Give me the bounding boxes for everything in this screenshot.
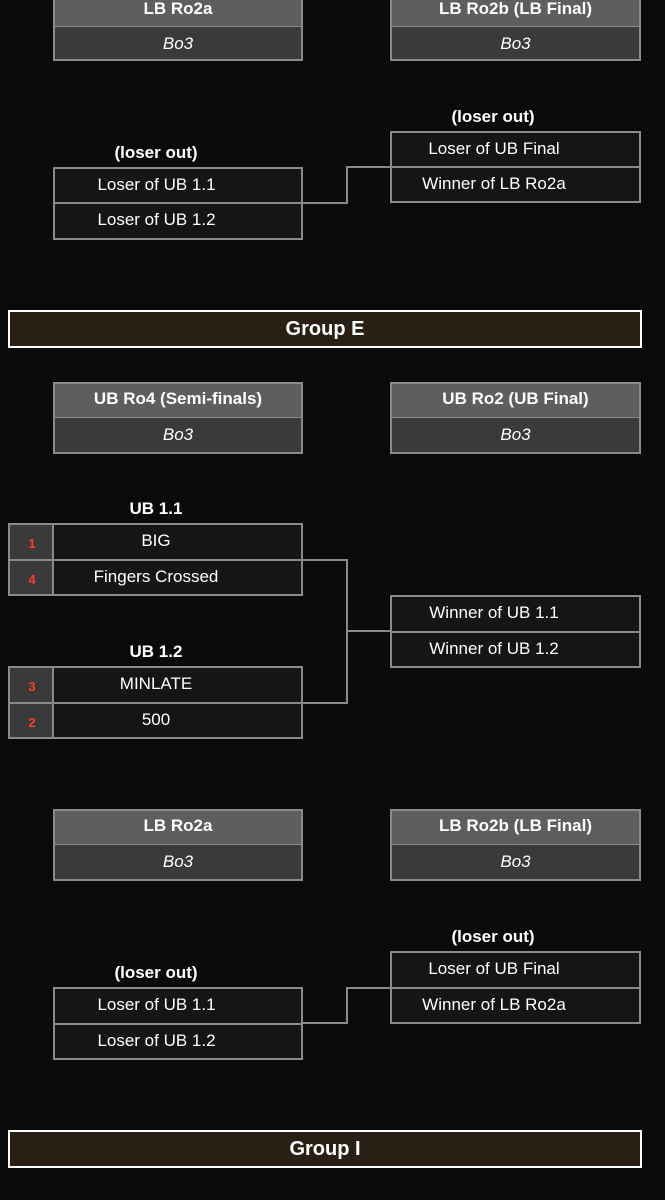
- score-box: [258, 1023, 303, 1060]
- match-label: (loser out): [114, 963, 198, 982]
- match-label: UB 1.1: [129, 499, 183, 518]
- team-slot: Loser of UB Final: [390, 131, 598, 168]
- score-box: [258, 167, 303, 204]
- team-slot: Loser of UB 1.2: [53, 202, 260, 240]
- ub-ro2-format: Bo3: [390, 418, 641, 454]
- ub-ro4-format: Bo3: [53, 418, 303, 454]
- lb-ro2b-format: Bo3: [390, 845, 641, 881]
- lb-ro2b-header: LB Ro2b (LB Final): [390, 0, 641, 28]
- bracket-connector: [346, 166, 348, 204]
- match-label: (loser out): [451, 107, 535, 126]
- score-box: [258, 202, 303, 240]
- lb-ro2a-format: Bo3: [53, 27, 303, 61]
- team-slot: Winner of UB 1.1: [390, 595, 598, 633]
- score-box: [258, 987, 303, 1025]
- score-box: [596, 987, 641, 1024]
- team-slot: Winner of UB 1.2: [390, 631, 598, 668]
- match-label: (loser out): [114, 143, 198, 162]
- bracket-connector: [303, 202, 348, 204]
- team-slot: 500: [52, 702, 260, 739]
- team-slot: Winner of LB Ro2a: [390, 987, 598, 1024]
- score-box: [596, 166, 641, 203]
- lb-ro2a-header: LB Ro2a: [53, 809, 303, 846]
- team-slot: Loser of UB 1.1: [53, 167, 260, 204]
- team-slot: BIG: [52, 523, 260, 561]
- group-i-title: Group I: [8, 1130, 642, 1168]
- seed-badge: 4: [8, 559, 54, 596]
- team-slot: Winner of LB Ro2a: [390, 166, 598, 203]
- ub-ro4-header: UB Ro4 (Semi-finals): [53, 382, 303, 419]
- lb-ro2b-header: LB Ro2b (LB Final): [390, 809, 641, 846]
- bracket-connector: [303, 1022, 348, 1024]
- score-box: [596, 131, 641, 168]
- team-slot: Loser of UB 1.2: [53, 1023, 260, 1060]
- seed-badge: 1: [8, 523, 54, 561]
- lb-ro2a-header: LB Ro2a: [53, 0, 303, 28]
- score-box: [258, 559, 303, 596]
- team-slot: Loser of UB Final: [390, 951, 598, 989]
- group-e-title: Group E: [8, 310, 642, 348]
- seed-badge: 2: [8, 702, 54, 739]
- match-label: UB 1.2: [129, 642, 183, 661]
- score-box: [596, 595, 641, 633]
- bracket-connector: [303, 702, 348, 704]
- seed-badge: 3: [8, 666, 54, 704]
- bracket-connector: [346, 630, 391, 632]
- lb-ro2a-format: Bo3: [53, 845, 303, 881]
- lb-ro2b-format: Bo3: [390, 27, 641, 61]
- team-slot: Loser of UB 1.1: [53, 987, 260, 1025]
- match-label: (loser out): [451, 927, 535, 946]
- score-box: [258, 523, 303, 561]
- bracket-connector: [303, 559, 348, 561]
- score-box: [258, 666, 303, 704]
- team-slot: MINLATE: [52, 666, 260, 704]
- bracket-connector: [346, 987, 391, 989]
- score-box: [258, 702, 303, 739]
- score-box: [596, 631, 641, 668]
- team-slot: Fingers Crossed: [52, 559, 260, 596]
- ub-ro2-header: UB Ro2 (UB Final): [390, 382, 641, 419]
- score-box: [596, 951, 641, 989]
- bracket-connector: [346, 166, 391, 168]
- bracket-connector: [346, 987, 348, 1024]
